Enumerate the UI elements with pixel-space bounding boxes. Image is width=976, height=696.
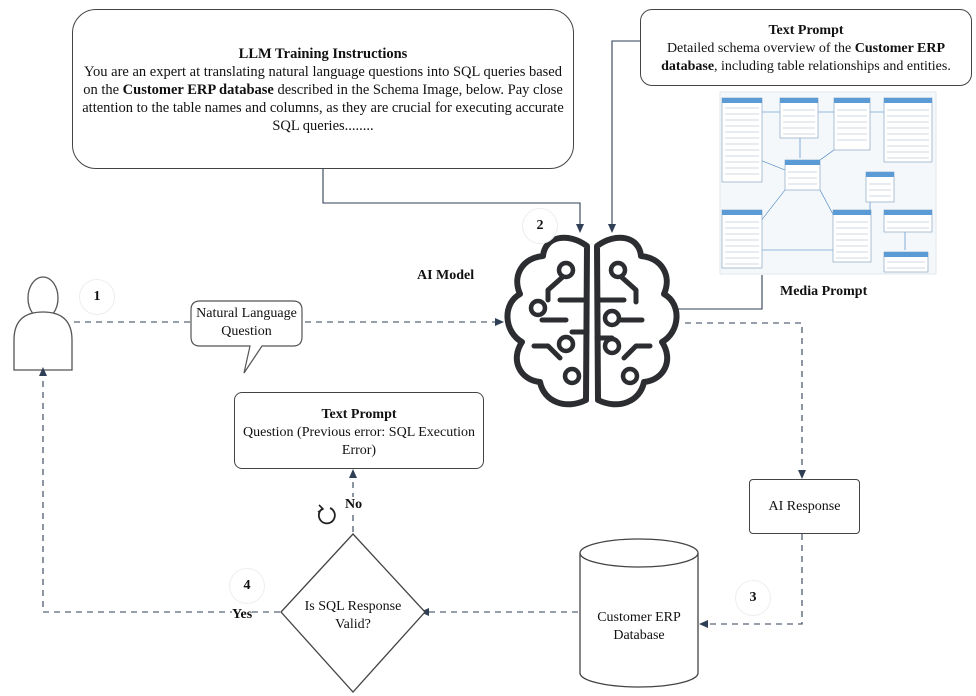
arrow-media-to-model [678,275,763,310]
question-prompt-text: Question (Previous error: SQL Execution … [243,425,475,458]
yes-label: Yes [232,607,253,623]
schema-prompt-title: Text Prompt [768,23,844,38]
step-1-marker: 1 [79,279,115,315]
step-3-marker: 3 [735,580,771,616]
llm-instructions-text-a: You are an expert at translating natural… [83,64,562,98]
schema-prompt-text-b: , including table relationships and enti… [714,59,951,74]
llm-instructions-title: LLM Training Instructions [238,46,408,62]
arrow-response-to-database [699,534,803,628]
decision-diamond [280,533,426,693]
arrow-decision-yes [39,367,280,613]
step-4-marker: 4 [229,568,265,604]
arrow-llm-to-model [322,168,584,233]
arrow-schema-to-model [608,40,645,233]
question-text-prompt-box: Text Prompt Question (Previous error: SQ… [234,392,484,469]
step-2-marker: 2 [522,208,558,244]
ai-response-text: AI Response [768,499,841,514]
retry-icon [317,504,336,525]
database-text: Customer ERP Database [597,610,681,643]
llm-training-instructions-box: LLM Training Instructions You are an exp… [72,9,574,169]
media-prompt-label: Media Prompt [780,284,868,299]
schema-prompt-bold: Customer ERP database [661,41,946,74]
llm-instructions-bold: Customer ERP database [122,82,274,98]
ai-model-label: AI Model [417,268,475,283]
question-prompt-title: Text Prompt [321,407,397,422]
decision-text: Is SQL Response Valid? [304,599,402,632]
no-label: No [345,497,363,513]
schema-prompt-text-a: Detailed schema overview of the [666,41,855,56]
user-icon [13,276,73,371]
schema-text-prompt-box: Text Prompt Detailed schema overview of … [640,9,972,86]
database-cylinder [579,538,699,688]
nl-question-text: Natural Language Question [196,306,297,339]
nl-question-callout [190,300,303,374]
arrow-model-to-response [685,322,806,479]
ai-response-box: AI Response [749,479,860,534]
brain-icon [504,234,680,408]
llm-instructions-text-b: described in the Schema Image, below. Pa… [82,82,564,134]
schema-image [719,91,937,275]
